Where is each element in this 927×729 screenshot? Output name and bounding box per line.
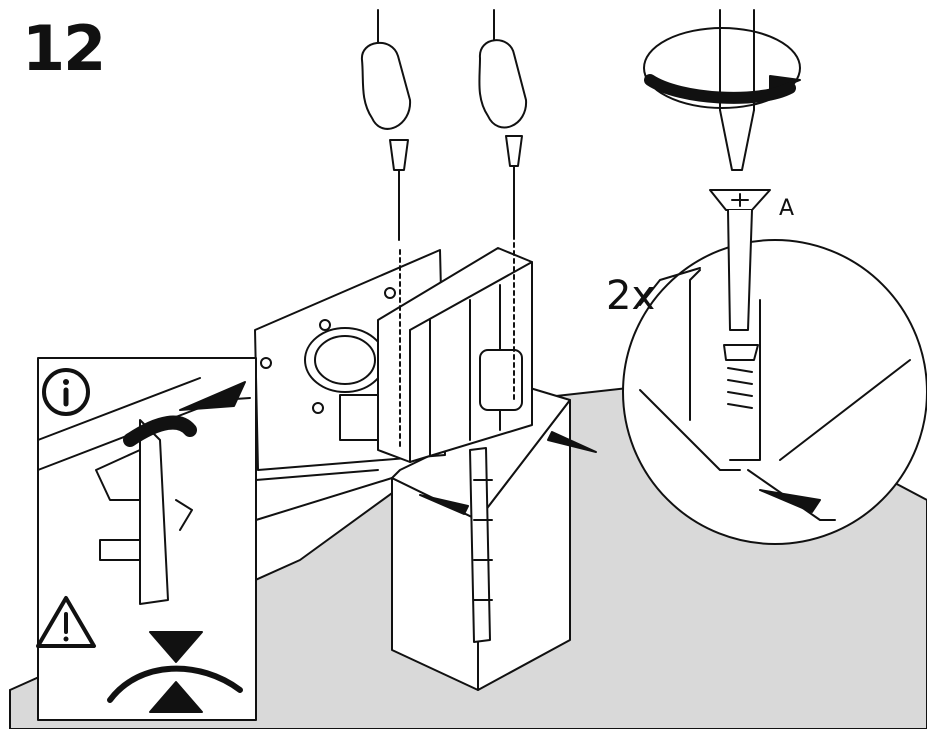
cable-pinch-symbol [107, 631, 243, 713]
screwdriver-left [360, 9, 412, 241]
front-panel [377, 247, 533, 463]
detail-circle [622, 239, 927, 545]
screwdriver-tip [719, 9, 755, 171]
screwdriver-right [478, 9, 528, 236]
alignment-lines [399, 234, 515, 451]
info-circle-icon [42, 368, 90, 416]
screw [709, 189, 771, 409]
quantity-label: 2x [606, 273, 656, 319]
screw-label: A [779, 196, 795, 221]
step-number: 12 [22, 12, 106, 85]
hinge-strip [469, 447, 493, 643]
detail-box [37, 357, 393, 721]
push-arrows [419, 431, 597, 515]
warning-triangle-icon [36, 596, 96, 648]
callout-line [639, 267, 701, 306]
rotate-arrow-icon [643, 27, 801, 109]
